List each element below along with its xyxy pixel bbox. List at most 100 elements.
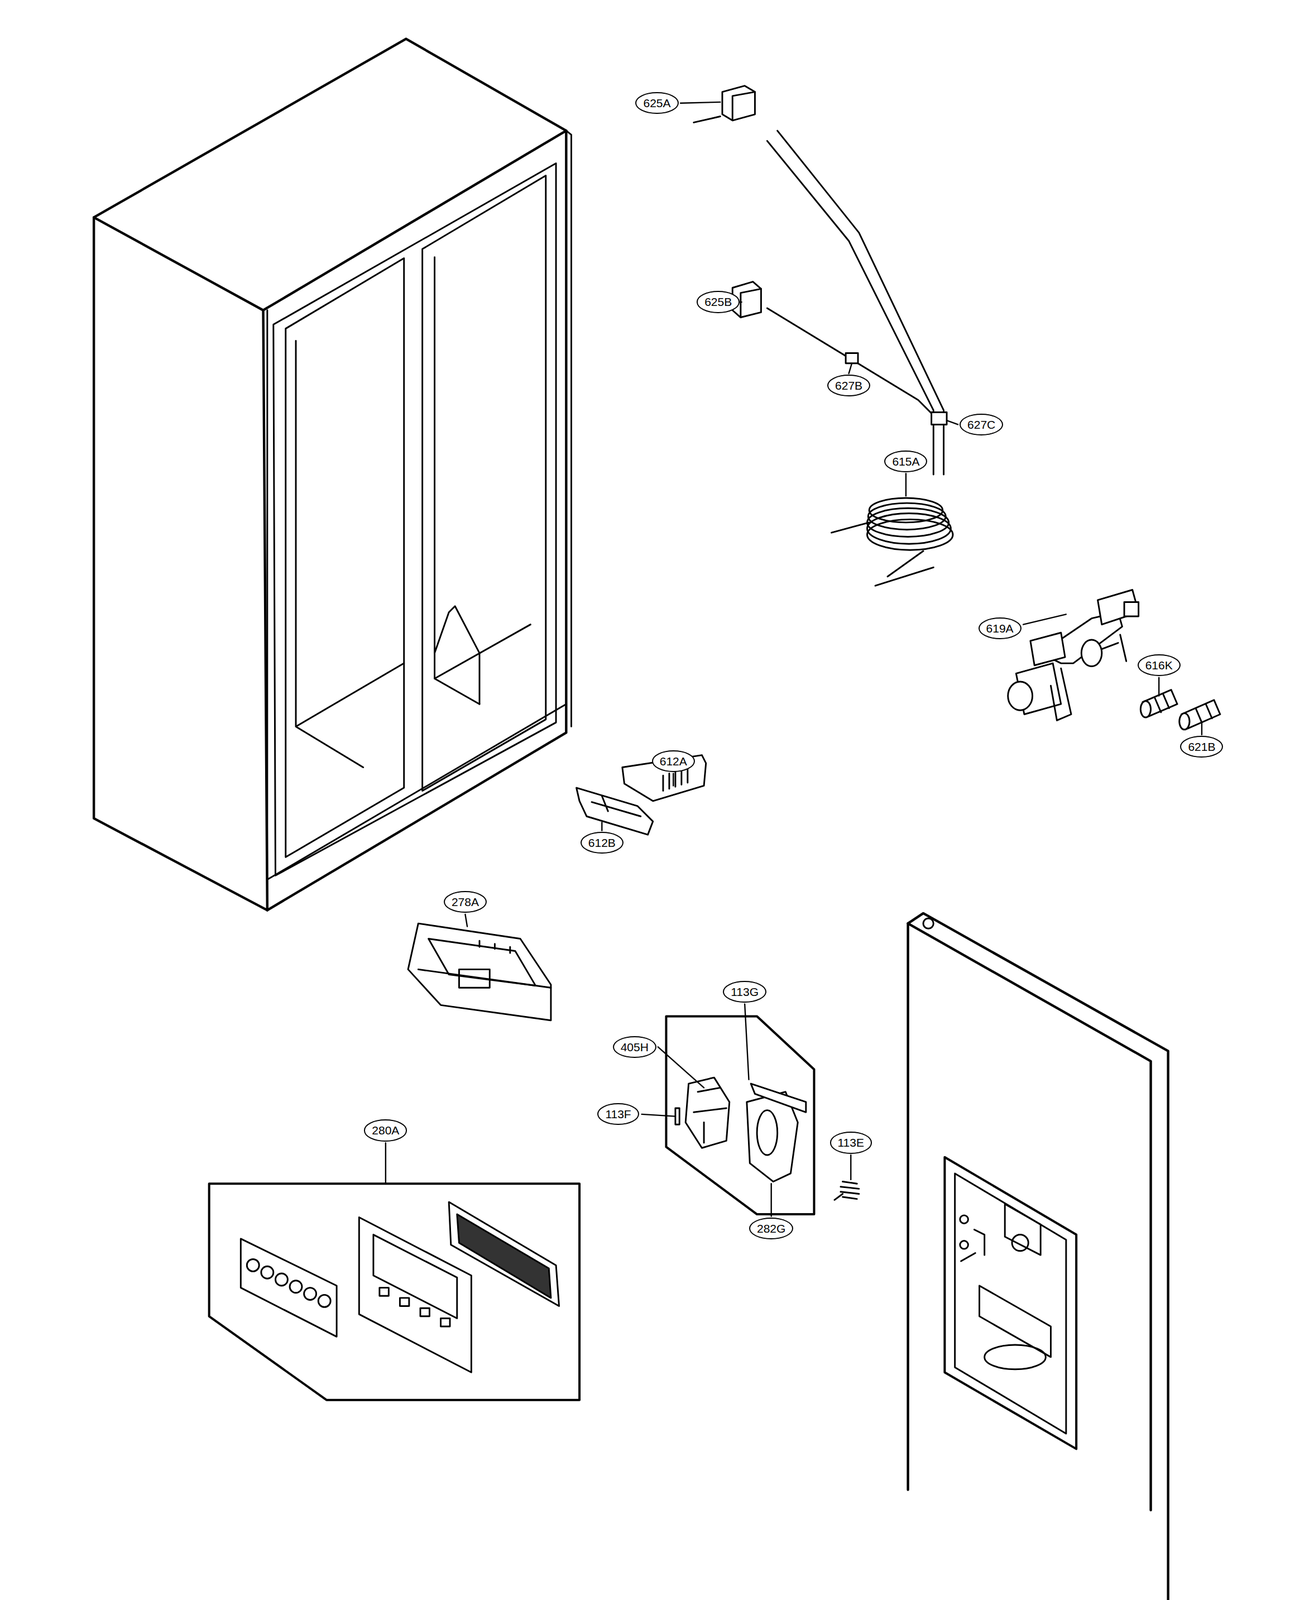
leader-lines-shape: [672, 773, 674, 786]
dispenser-assembly-shape: [756, 1110, 778, 1155]
leader-lines-shape: [641, 1114, 676, 1117]
sensor-parts-shape: [576, 787, 654, 835]
dispenser-assembly-shape: [750, 1083, 807, 1112]
water-valve-shape: [1030, 632, 1066, 665]
leader-lines-shape: [744, 1004, 749, 1080]
dispenser-assembly-shape: [834, 1181, 860, 1201]
control-panel-assembly-shape: [246, 1258, 260, 1272]
refrigerator-cabinet-shape: [93, 217, 268, 910]
water-tubes-shape: [766, 308, 939, 421]
control-panel-assembly-shape: [448, 1201, 559, 1306]
water-tubes-shape: [722, 85, 755, 121]
water-tubes-shape: [766, 140, 934, 475]
freezer-door-shape: [979, 1285, 1052, 1357]
callout-number: 405H: [612, 1036, 657, 1058]
water-tubes-shape: [740, 288, 762, 318]
refrigerator-cabinet-shape: [422, 175, 546, 791]
callout-number: 113F: [597, 1103, 639, 1125]
control-panel-assembly-shape: [209, 1183, 580, 1400]
control-panel-assembly-shape: [440, 1317, 450, 1327]
leader-lines-shape: [1023, 614, 1067, 625]
tube-coil: [831, 497, 953, 586]
fittings: [1140, 689, 1221, 730]
callout-number: 621B: [1180, 735, 1224, 758]
freezer-door: [908, 913, 1169, 1600]
leader-lines-shape: [1158, 677, 1160, 697]
callout-number: 619A: [978, 617, 1022, 640]
control-panel-assembly: [209, 1183, 580, 1400]
leader-lines-shape: [849, 363, 852, 374]
freezer-door-shape: [960, 1215, 969, 1224]
refrigerator-cabinet-shape: [273, 163, 556, 876]
tube-coil-shape: [831, 522, 934, 586]
sensor-parts-shape: [591, 795, 641, 817]
freezer-door-shape: [923, 918, 934, 929]
refrigerator-cabinet-shape: [285, 258, 405, 858]
dispenser-assembly: [665, 1015, 859, 1215]
tube-coil-shape: [866, 519, 953, 550]
freezer-door-shape: [955, 1173, 1067, 1434]
water-tubes-shape: [777, 130, 944, 475]
fittings-shape: [1179, 713, 1190, 730]
control-panel-assembly-shape: [379, 1287, 389, 1297]
leader-lines-shape: [680, 102, 721, 104]
freezer-door-shape: [960, 1240, 969, 1250]
tube-coil-shape: [866, 512, 951, 544]
refrigerator-cabinet-shape: [267, 703, 567, 880]
freezer-door-shape: [1012, 1234, 1029, 1251]
freezer-door-shape: [984, 1344, 1047, 1370]
leader-lines-shape: [601, 822, 603, 831]
callout-number: 282G: [749, 1217, 794, 1240]
leader-lines-shape: [946, 420, 958, 425]
freezer-door-shape: [1004, 1204, 1041, 1255]
callout-number: 627B: [827, 374, 871, 397]
control-panel-assembly-shape: [457, 1214, 551, 1298]
water-valve-shape: [1101, 634, 1127, 662]
water-valve-shape: [1124, 601, 1139, 617]
control-panel-assembly-shape: [240, 1238, 337, 1337]
control-board-shape: [408, 923, 551, 1021]
water-tubes: [693, 85, 947, 475]
callout-number: 280A: [363, 1119, 407, 1141]
leader-lines: [385, 102, 1202, 1217]
freezer-door-shape: [961, 1229, 985, 1261]
control-panel-assembly-shape: [261, 1265, 274, 1279]
callout-number: 278A: [443, 890, 487, 913]
water-tubes-shape: [845, 352, 858, 363]
callout-number: 612B: [580, 831, 624, 854]
control-panel-assembly-shape: [373, 1234, 458, 1319]
freezer-door-shape: [944, 1157, 1077, 1450]
water-valve-shape: [1050, 668, 1072, 721]
fittings-shape: [1195, 703, 1212, 723]
freezer-door-shape: [908, 923, 1152, 1510]
callout-number: 627C: [959, 413, 1004, 436]
leader-lines-shape: [770, 1183, 772, 1216]
callout-number: 113G: [722, 980, 767, 1003]
refrigerator-cabinet-shape: [295, 341, 405, 768]
leader-lines-shape: [1201, 722, 1203, 735]
freezer-door-shape: [908, 913, 1169, 1600]
control-board: [408, 923, 551, 1021]
water-valve-shape: [1081, 639, 1102, 667]
dispenser-assembly-shape: [685, 1077, 730, 1148]
refrigerator-cabinet-shape: [93, 39, 567, 311]
refrigerator-cabinet-shape: [267, 130, 567, 910]
fittings-shape: [1140, 701, 1151, 718]
water-tubes-shape: [931, 411, 947, 425]
control-panel-assembly-shape: [275, 1273, 288, 1286]
control-board-shape: [418, 940, 551, 988]
callout-number: 113E: [830, 1131, 873, 1154]
control-panel-assembly-shape: [318, 1294, 331, 1307]
refrigerator-cabinet-shape: [267, 130, 572, 910]
dispenser-assembly-shape: [693, 1087, 727, 1143]
control-panel-assembly-shape: [399, 1297, 409, 1307]
leader-lines-shape: [905, 473, 907, 496]
dispenser-assembly-shape: [665, 1015, 814, 1215]
control-panel-assembly-shape: [304, 1287, 317, 1301]
water-tubes-shape: [732, 92, 755, 121]
water-valve-shape: [1008, 681, 1033, 711]
control-panel-assembly-shape: [420, 1307, 430, 1317]
callout-number: 612A: [651, 750, 695, 772]
